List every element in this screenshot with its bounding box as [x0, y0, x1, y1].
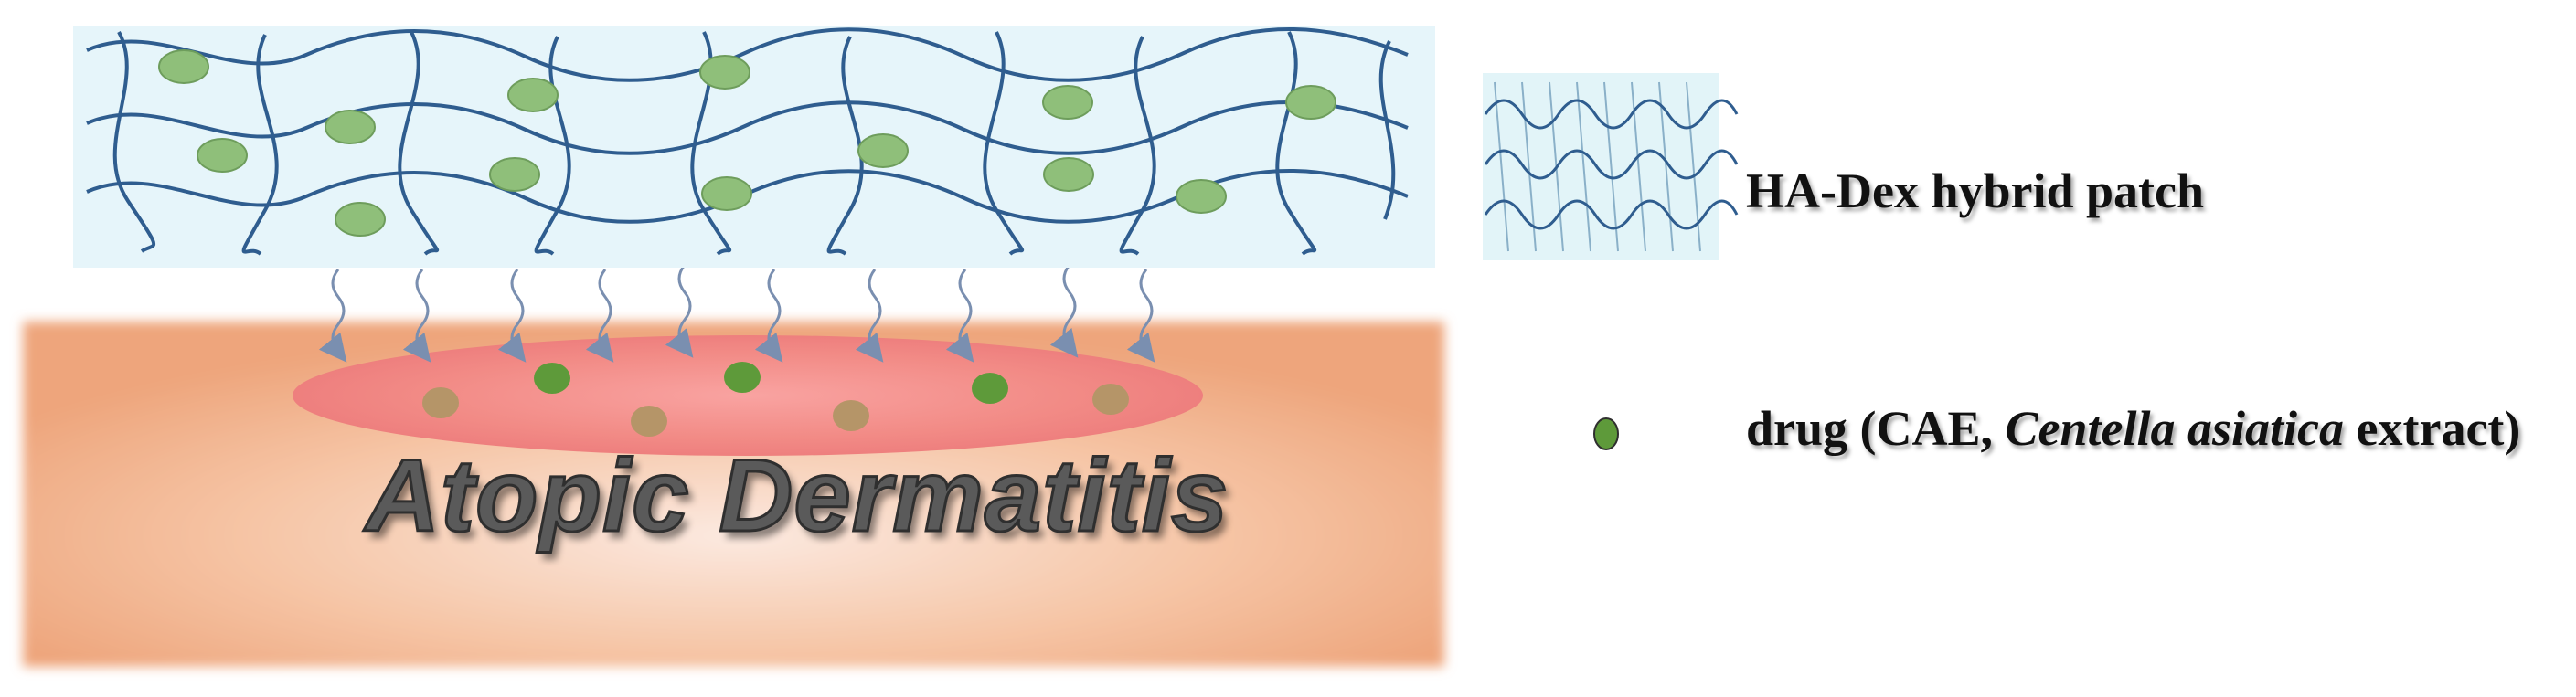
ha-dex-patch — [73, 26, 1435, 268]
mesh-patch-icon — [1483, 73, 1739, 260]
wavy-down-arrow-icon — [754, 269, 783, 363]
lesion-area — [293, 335, 1203, 456]
disease-label: Atopic Dermatitis — [364, 438, 1229, 554]
drug-particle-icon — [1593, 417, 1619, 450]
drug-particle — [507, 78, 559, 112]
drug-particle — [699, 55, 750, 90]
drug-particle — [972, 373, 1008, 404]
drug-particle — [158, 49, 209, 84]
patch-drug-particles — [158, 49, 1336, 237]
legend-patch-label: HA-Dex hybrid patch — [1746, 164, 2205, 218]
wavy-down-arrow-icon — [1049, 264, 1079, 358]
drug-particle — [197, 138, 248, 173]
drug-particle — [489, 157, 540, 192]
drug-particle — [724, 362, 761, 393]
legend-drug-label-species: Centella asiatica — [2005, 401, 2345, 456]
legend-drug-label-prefix: drug (CAE, — [1746, 401, 2006, 456]
release-arrows — [318, 264, 1155, 363]
wavy-down-arrow-icon — [402, 269, 431, 363]
wavy-down-arrow-icon — [585, 269, 614, 363]
drug-particle — [857, 133, 909, 168]
wavy-down-arrow-icon — [318, 269, 347, 363]
drug-particle — [422, 387, 459, 418]
drug-particle — [1092, 384, 1129, 415]
drug-particle — [1285, 85, 1336, 120]
wavy-down-arrow-icon — [665, 264, 694, 358]
legend-drug-label: drug (CAE, Centella asiatica extract) — [1746, 400, 2520, 457]
wavy-down-arrow-icon — [945, 269, 974, 363]
drug-particle — [534, 363, 570, 394]
drug-particle — [701, 176, 752, 211]
drug-particle — [1043, 157, 1094, 192]
lesion-drug-particles — [422, 362, 1129, 437]
wavy-down-arrow-icon — [497, 269, 527, 363]
legend-drug-label-suffix: extract) — [2344, 401, 2521, 456]
drug-particle — [631, 406, 667, 437]
drug-particle — [833, 400, 869, 431]
drug-particle — [325, 110, 376, 144]
drug-particle — [1176, 179, 1227, 214]
wavy-down-arrow-icon — [855, 269, 884, 363]
drug-particle — [1042, 85, 1093, 120]
drug-particle — [335, 202, 386, 237]
wavy-down-arrow-icon — [1126, 269, 1155, 363]
